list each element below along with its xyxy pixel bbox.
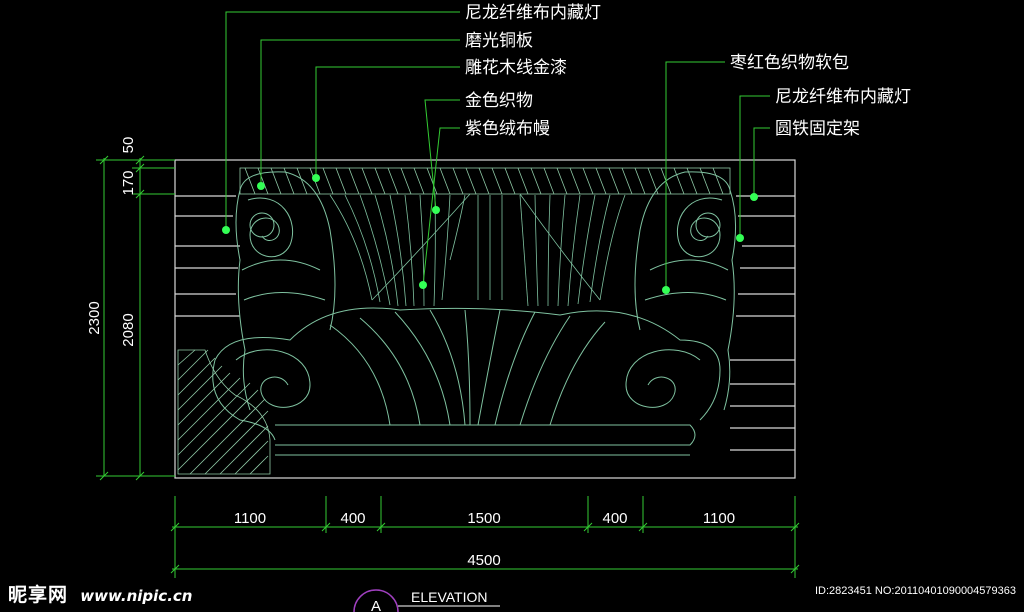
label-brass-plate: 磨光铜板 (465, 31, 533, 51)
watermark-id: ID:2823451 NO:20110401090004579363 (814, 585, 1016, 597)
dim-valance-height: 170 (120, 170, 137, 195)
dim-left-bay: 1100 (234, 510, 266, 527)
side-panel-hatch (177, 349, 271, 475)
dot-iron-bracket (750, 193, 758, 201)
leader-lines (225, 11, 770, 290)
horizontal-dimensions (170, 496, 800, 578)
dim-top-band: 50 (120, 137, 137, 154)
leader-dots (222, 174, 758, 294)
label-iron-bracket: 圆铁固定架 (775, 119, 860, 139)
valance (239, 167, 731, 195)
dim-center-bay: 1500 (467, 510, 500, 527)
vertical-dimensions (96, 155, 175, 481)
dim-left-pillar: 400 (340, 510, 365, 527)
label-purple-velvet: 紫色绒布幔 (465, 119, 550, 139)
dim-right-pillar: 400 (602, 510, 627, 527)
section-marker: A (353, 589, 500, 612)
watermark-brand: 昵享网 www.nipic.cn (8, 580, 192, 607)
dot-gold-fabric (432, 206, 440, 214)
dim-main-height: 2080 (120, 313, 137, 346)
label-nylon-light-right: 尼龙纤维布内藏灯 (775, 87, 911, 107)
dot-purple-velvet (419, 281, 427, 289)
section-marker-letter: A (371, 598, 381, 612)
vertical-dimension-texts: 2300 50 170 2080 (86, 137, 137, 347)
watermark-brand-name: 昵享网 (8, 584, 69, 606)
dot-nylon-light-left (222, 226, 230, 234)
right-scroll-pillar (634, 171, 737, 411)
dot-jujube-upholstery (662, 286, 670, 294)
curtain-drape (329, 193, 626, 307)
left-scroll-pillar (235, 171, 336, 411)
label-gold-fabric: 金色织物 (465, 91, 533, 111)
sofa (212, 307, 721, 456)
dim-total-height: 2300 (86, 301, 103, 334)
label-nylon-light-left: 尼龙纤维布内藏灯 (465, 3, 601, 23)
dim-right-bay: 1100 (703, 510, 735, 527)
elevation-title: ELEVATION (411, 589, 488, 605)
dot-carved-molding (312, 174, 320, 182)
wall-frame (174, 159, 796, 479)
horizontal-dimension-texts: 1100 400 1500 400 1100 4500 (234, 510, 735, 569)
dot-nylon-light-right (736, 234, 744, 242)
dot-brass-plate (257, 182, 265, 190)
label-jujube-upholstery: 枣红色织物软包 (730, 53, 849, 73)
callout-labels: 尼龙纤维布内藏灯 磨光铜板 雕花木线金漆 金色织物 紫色绒布幔 枣红色织物软包 … (465, 3, 911, 139)
label-carved-molding: 雕花木线金漆 (465, 58, 567, 78)
dim-total-width: 4500 (467, 552, 500, 569)
watermark-url: www.nipic.cn (80, 587, 193, 605)
